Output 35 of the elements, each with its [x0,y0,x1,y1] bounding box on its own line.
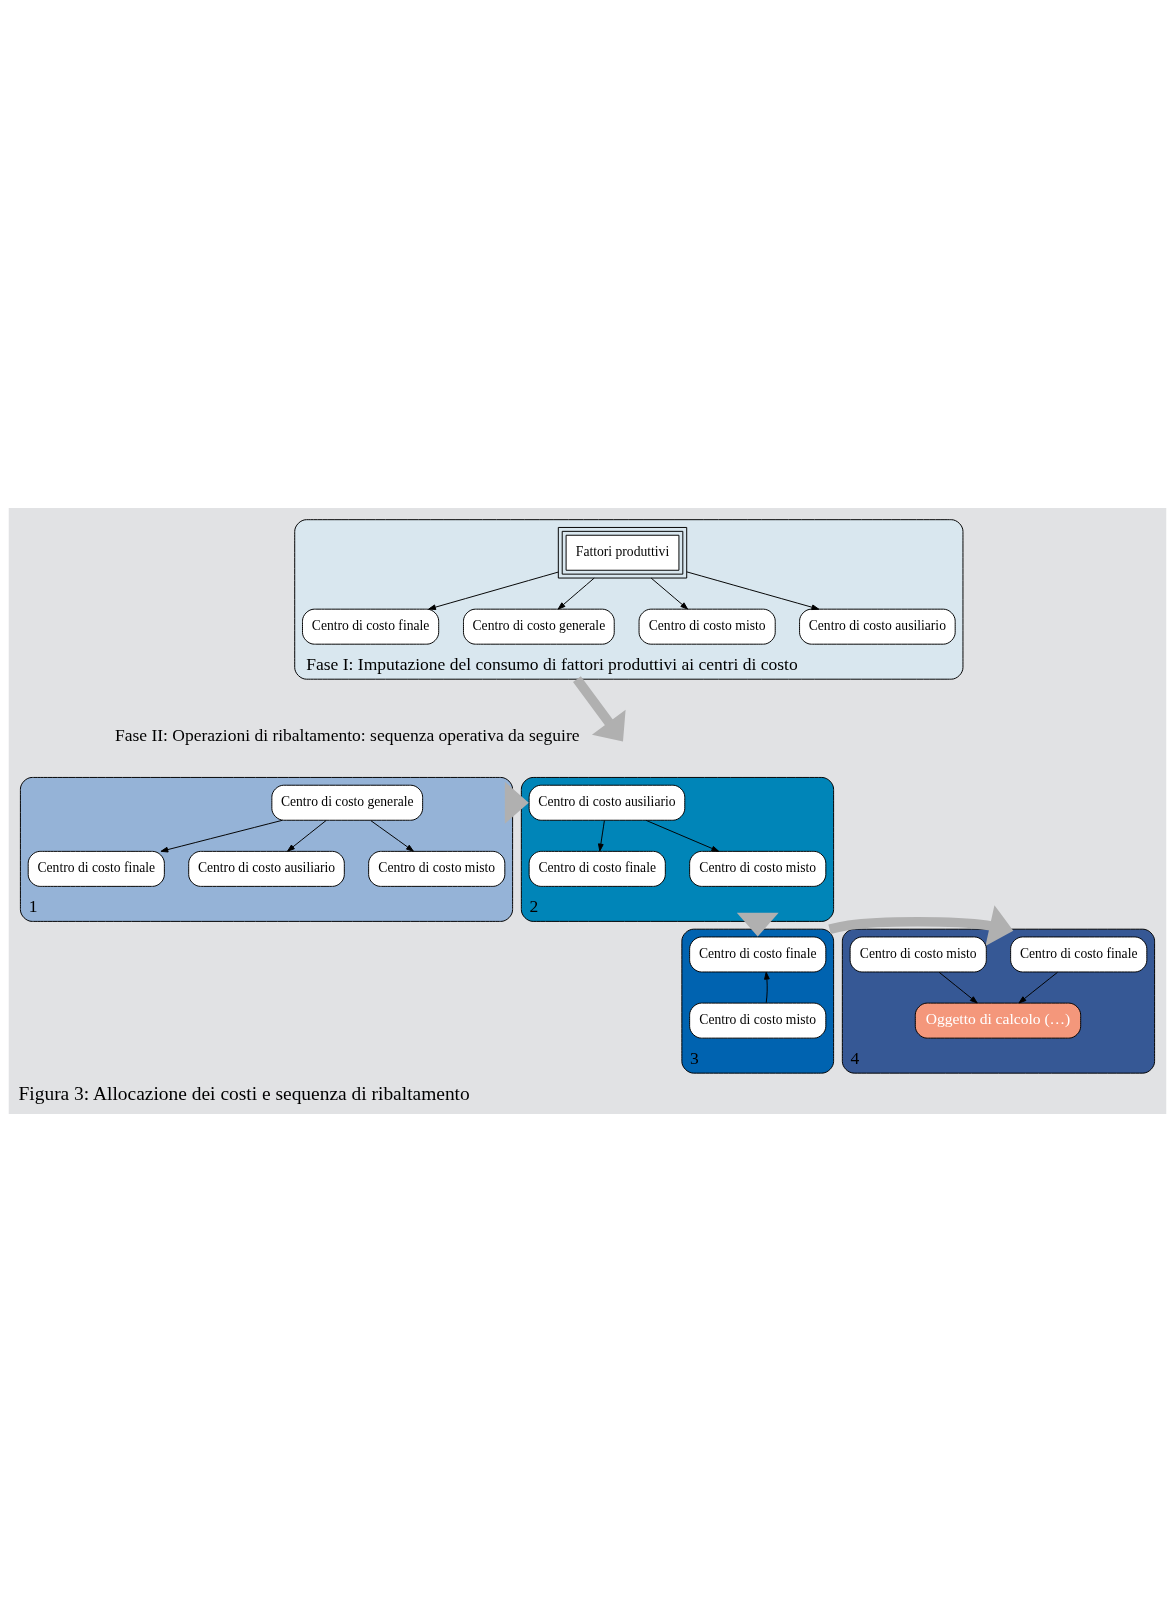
node-box: Centro di costo finale [27,850,165,887]
arrow [1018,971,1058,1003]
arrow [160,819,283,852]
node-box: Centro di costo misto [638,608,776,645]
arrow [287,819,327,852]
node-box: Centro di costo ausiliario [188,850,345,887]
node-box: Centro di costo misto [689,1002,827,1039]
arrow [504,781,529,824]
arrow [428,571,559,610]
node-box: Oggetto di calcolo (…) [914,1002,1082,1039]
arrow [573,675,626,741]
node-box: Fattori produttivi [557,526,688,579]
node-box: Centro di costo finale [1010,936,1148,972]
arrow [597,819,605,851]
node-box: Centro di costo generale [463,608,615,645]
caption: Figura 3: Allocazione dei costi e sequenza di ribaltamento [18,1082,470,1104]
arrow [938,971,978,1003]
node-box: Centro di costo finale [528,850,666,887]
node-box: Centro di costo misto [849,936,987,972]
node-box: Centro di costo finale [302,608,440,645]
node-box: Centro di costo finale [689,936,827,972]
node-box: Centro di costo misto [689,850,827,887]
arrow [828,904,1014,946]
arrow [764,971,770,1003]
arrow [370,819,414,852]
node-box: Centro di costo ausiliario [528,784,686,821]
node-box: Centro di costo ausiliario [799,608,956,645]
node-box: Centro di costo misto [368,850,506,887]
arrow [650,577,689,610]
arrow [736,912,779,937]
node-box: Centro di costo generale [271,784,424,821]
arrow [686,570,820,610]
arrow [557,577,595,610]
arrow [645,819,720,852]
label: Fase II: Operazioni di ribaltamento: sequenza operativa da seguire [114,724,580,745]
